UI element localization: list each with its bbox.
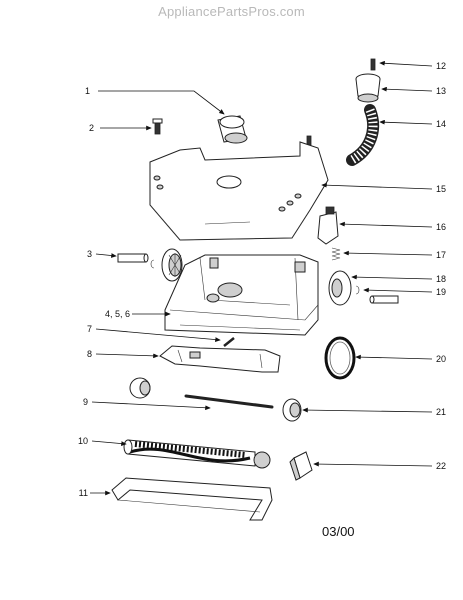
leader-lines bbox=[90, 60, 433, 496]
callout-18: 18 bbox=[436, 274, 446, 284]
callout-22: 22 bbox=[436, 461, 446, 471]
callout-labels: 1 2 3 4, 5, 6 7 8 9 10 11 12 13 14 15 16… bbox=[78, 61, 446, 498]
callout-11: 11 bbox=[79, 488, 88, 498]
date-code: 03/00 bbox=[322, 524, 355, 539]
part-screw-left bbox=[152, 118, 163, 135]
part-axle-left bbox=[117, 253, 155, 269]
part-axle-right bbox=[355, 285, 399, 304]
part-hose bbox=[346, 104, 380, 166]
callout-14: 14 bbox=[436, 119, 446, 129]
callout-21: 21 bbox=[436, 407, 446, 417]
part-bracket bbox=[289, 451, 313, 481]
part-hood-cover bbox=[149, 141, 329, 241]
part-bottom-bumper bbox=[111, 477, 273, 521]
part-hose-cuff bbox=[355, 73, 381, 103]
part-latch bbox=[317, 206, 339, 245]
part-wheel-right bbox=[328, 270, 352, 306]
callout-20: 20 bbox=[436, 354, 446, 364]
watermark: AppliancePartsPros.com bbox=[158, 4, 305, 19]
callout-16: 16 bbox=[436, 222, 446, 232]
callout-17: 17 bbox=[436, 250, 446, 260]
part-end-cap-left bbox=[129, 377, 151, 399]
callout-9: 9 bbox=[83, 397, 88, 407]
callout-12: 12 bbox=[436, 61, 446, 71]
part-wheel-left bbox=[161, 248, 183, 282]
callout-2: 2 bbox=[89, 123, 94, 133]
callout-3: 3 bbox=[87, 249, 92, 259]
part-end-cap-right bbox=[282, 398, 302, 422]
part-base-housing bbox=[164, 254, 319, 336]
callout-15: 15 bbox=[436, 184, 446, 194]
part-brushroll bbox=[123, 439, 271, 469]
part-belt bbox=[324, 336, 356, 380]
part-base-plate bbox=[159, 345, 281, 373]
part-nozzle-collar bbox=[217, 115, 248, 144]
part-pin bbox=[223, 337, 235, 347]
callout-1: 1 bbox=[85, 86, 90, 96]
callout-8: 8 bbox=[87, 349, 92, 359]
callout-13: 13 bbox=[436, 86, 446, 96]
part-screw-top bbox=[370, 58, 376, 71]
part-spring bbox=[331, 247, 341, 261]
callout-19: 19 bbox=[436, 287, 446, 297]
callout-10: 10 bbox=[78, 436, 88, 446]
callout-4-5-6: 4, 5, 6 bbox=[105, 309, 130, 319]
part-shaft bbox=[184, 394, 274, 409]
callout-7: 7 bbox=[87, 324, 92, 334]
